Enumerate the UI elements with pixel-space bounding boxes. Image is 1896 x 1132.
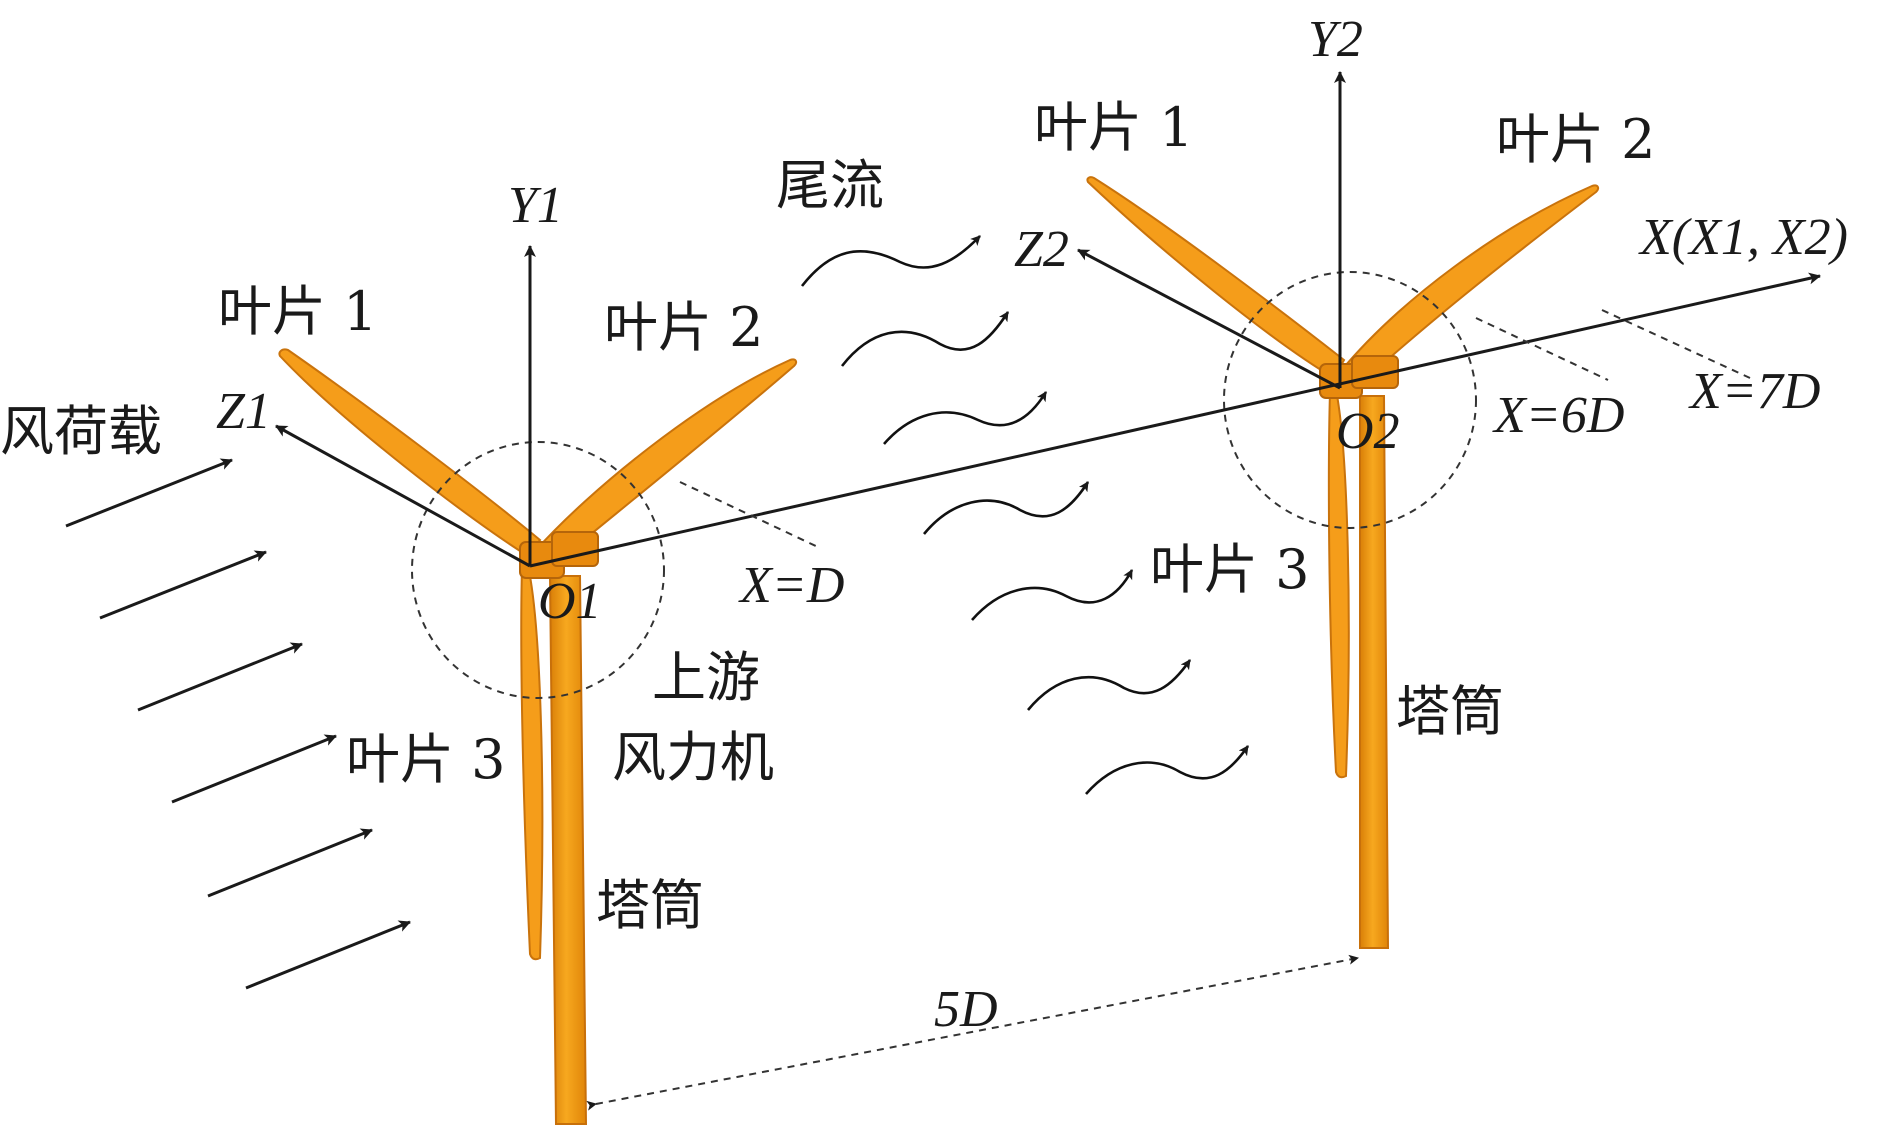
upstream-turbine-label-line1: 上游 xyxy=(652,646,760,709)
upstream-blade-3 xyxy=(520,564,544,961)
downstream-blade-2 xyxy=(1338,184,1600,390)
o2-label: O2 xyxy=(1336,403,1400,460)
upstream-blade-3-label: 叶片 3 xyxy=(346,728,506,791)
x-eq-6d-label: X=6D xyxy=(1492,387,1624,444)
upstream-blade-2-label: 叶片 2 xyxy=(604,296,764,359)
y2-label: Y2 xyxy=(1308,11,1363,68)
downstream-rotor-circle xyxy=(1223,271,1477,529)
y1-label: Y1 xyxy=(508,177,563,234)
x-axis xyxy=(529,272,1821,568)
downstream-blade-1 xyxy=(1086,176,1346,380)
upstream-tower xyxy=(548,575,588,1125)
z1-label: Z1 xyxy=(216,383,271,440)
o1-label: O1 xyxy=(538,573,602,630)
z1-axis xyxy=(275,424,531,568)
upstream-rotor-circle xyxy=(411,441,665,699)
wake-label: 尾流 xyxy=(776,154,884,217)
upstream-blade-2 xyxy=(534,358,798,568)
upstream-tower-label: 塔筒 xyxy=(596,874,704,937)
x-eq-6d-line xyxy=(1475,317,1609,381)
downstream-turbine xyxy=(1086,176,1600,949)
reference-lines xyxy=(586,309,1751,1111)
downstream-blade-1-label: 叶片 1 xyxy=(1034,96,1194,159)
x-eq-d-label: X=D xyxy=(738,557,844,614)
wake-flow-lines xyxy=(800,235,1250,795)
downstream-blade-3 xyxy=(1327,388,1350,779)
upstream-blade-1 xyxy=(278,348,542,558)
distance-5d-label: 5D xyxy=(934,981,998,1038)
upstream-blade-1-label: 叶片 1 xyxy=(218,280,378,343)
downstream-blade-2-label: 叶片 2 xyxy=(1496,108,1656,171)
upstream-turbine-label-line2: 风力机 xyxy=(612,726,774,789)
x-eq-7d-label: X=7D xyxy=(1688,363,1820,420)
z2-label: Z2 xyxy=(1014,221,1069,278)
downstream-blade-3-label: 叶片 3 xyxy=(1150,538,1310,601)
labels: 风荷载 尾流 上游 风力机 叶片 1 叶片 2 叶片 3 塔筒 叶片 1 叶片 … xyxy=(0,11,1848,1038)
x-eq-d-line xyxy=(679,481,821,549)
wind-load-label: 风荷载 xyxy=(0,400,162,463)
x-axis-label: X(X1, X2) xyxy=(1638,209,1848,266)
wind-load-arrows xyxy=(65,458,411,990)
x-eq-7d-line xyxy=(1601,309,1751,379)
coordinate-axes xyxy=(275,71,1821,568)
z2-axis xyxy=(1077,248,1341,390)
downstream-tower-label: 塔筒 xyxy=(1396,680,1504,743)
downstream-tower xyxy=(1359,395,1390,949)
